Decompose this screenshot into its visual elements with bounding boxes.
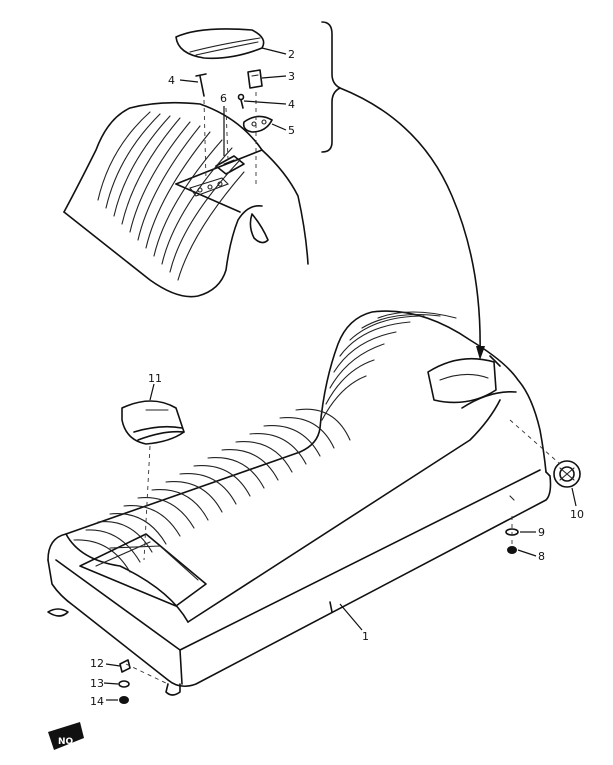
callout-14: 14 xyxy=(90,695,104,708)
part-4-screw-right xyxy=(237,93,245,109)
callout-3: 3 xyxy=(288,70,295,83)
connector-arrow xyxy=(339,87,485,360)
detail-seat-fragment xyxy=(63,101,309,298)
assembly-line xyxy=(225,107,229,161)
callout-2: 2 xyxy=(288,48,295,61)
assembly-lines xyxy=(125,419,561,685)
detail-inset xyxy=(63,21,341,298)
part-8-nut xyxy=(507,546,517,554)
callout-9: 9 xyxy=(538,526,545,539)
part-13-washer xyxy=(118,680,130,688)
assembly-line xyxy=(203,99,207,181)
callout-13: 13 xyxy=(90,677,104,690)
callout-labels: 2 3 4 5 4 6 11 1 9 8 10 12 13 14 xyxy=(90,48,584,708)
part-5-bracket xyxy=(242,115,273,133)
callout-10: 10 xyxy=(570,508,584,521)
leader-lines xyxy=(103,47,577,701)
callout-5: 5 xyxy=(288,124,295,137)
no-step-decal: NO xyxy=(48,722,84,750)
callout-4-right: 4 xyxy=(288,98,295,111)
part-3-clip xyxy=(247,69,263,89)
decal-label: NO xyxy=(58,737,74,747)
part-12-bolt xyxy=(119,659,131,673)
inset-bracket xyxy=(321,21,341,153)
callout-4-left: 4 xyxy=(168,74,175,87)
part-14-nut xyxy=(119,696,129,704)
part-11-handle xyxy=(121,400,185,445)
part-2-cap xyxy=(175,28,265,60)
part-10-emblem xyxy=(553,460,581,488)
part-4-screw-left xyxy=(195,73,207,97)
callout-11: 11 xyxy=(148,372,162,385)
callout-12: 12 xyxy=(90,657,104,670)
callout-8: 8 xyxy=(538,550,545,563)
callout-6: 6 xyxy=(220,92,227,105)
callout-1: 1 xyxy=(362,630,369,643)
seat-assembly-part-1 xyxy=(47,310,552,696)
